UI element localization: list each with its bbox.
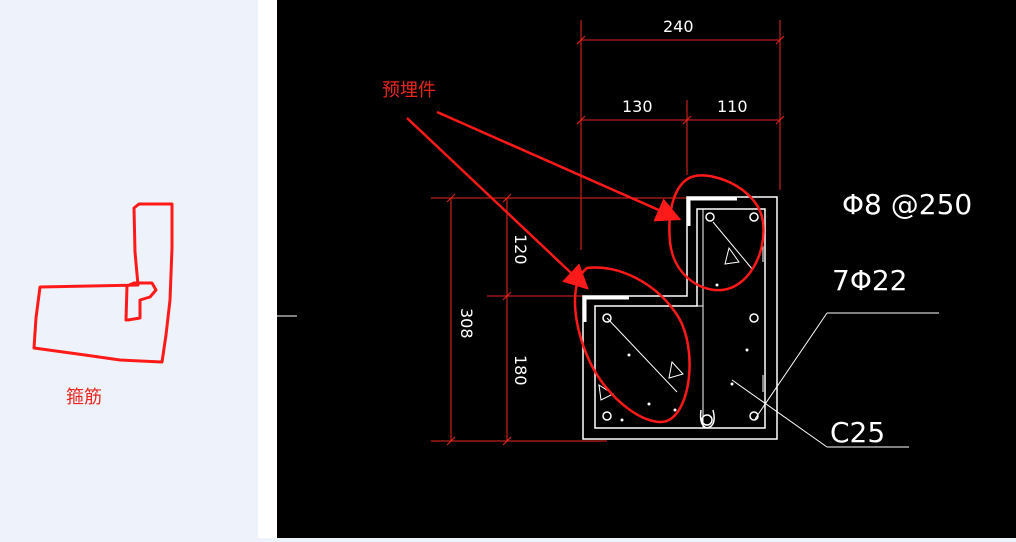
stirrup-spec-annotation: Φ8 @250: [842, 188, 972, 221]
stirrup-sketch: 箍筋: [32, 202, 174, 408]
markup: [406, 110, 765, 424]
embedded-plate-upper: [687, 197, 737, 226]
section-outer-outline: [582, 196, 778, 440]
left-panel: 箍筋: [0, 0, 258, 538]
dimension-lines: [431, 20, 785, 446]
longitudinal-bar-annotation: 7Φ22: [832, 264, 907, 297]
rebars: [602, 212, 764, 429]
dim-left-total: 308: [457, 308, 476, 339]
dim-top-left: 130: [622, 97, 653, 116]
stirrup-sketch-stroke: [32, 202, 174, 364]
dim-top-total: 240: [663, 17, 694, 36]
concrete-grade-annotation: C25: [830, 416, 885, 449]
callout-arrow-lower: [406, 117, 589, 290]
leader-lines: [731, 312, 939, 448]
dim-top-right: 110: [717, 97, 748, 116]
dim-left-upper: 120: [511, 234, 530, 265]
stirrup-label: 箍筋: [66, 387, 102, 408]
embedded-part-label: 预埋件: [382, 80, 436, 101]
callout-arrow-upper: [436, 110, 682, 222]
concrete-hatch: [598, 221, 754, 422]
column-section: [582, 196, 778, 440]
cad-drawing-area: 240 130 110 308 120 180: [277, 0, 1016, 538]
markup-ellipse-lower: [573, 266, 691, 424]
markup-ellipse-upper: [668, 174, 765, 292]
panel-divider: [258, 0, 277, 538]
dim-left-lower: 180: [511, 355, 530, 386]
cad-section-drawing: 240 130 110 308 120 180: [277, 17, 972, 449]
embedded-plate-lower: [583, 296, 629, 322]
